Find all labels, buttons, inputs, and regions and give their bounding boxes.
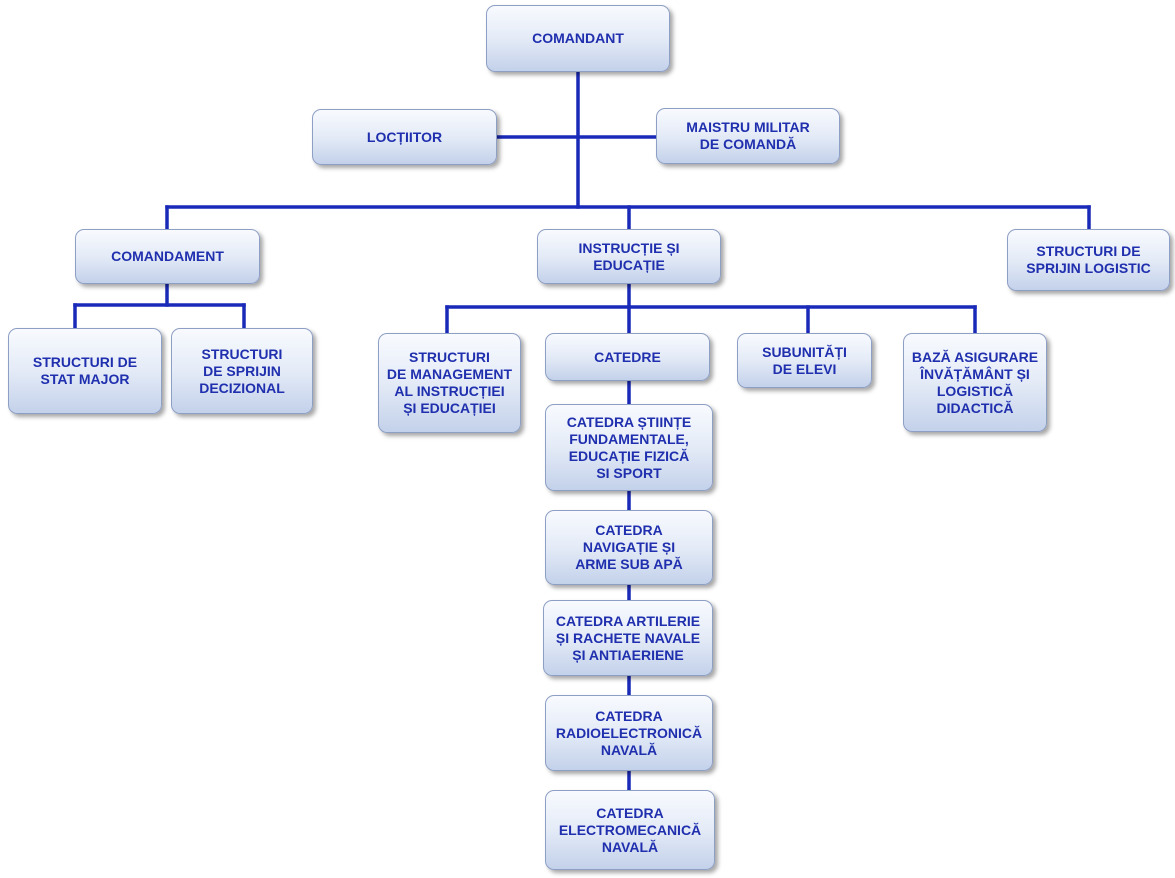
node-structuri-sprijin-logistic: STRUCTURI DE SPRIJIN LOGISTIC bbox=[1007, 229, 1170, 291]
node-catedra-electromecanica: CATEDRA ELECTROMECANICĂ NAVALĂ bbox=[545, 790, 715, 870]
node-structuri-stat-major: STRUCTURI DE STAT MAJOR bbox=[8, 328, 162, 414]
node-catedra-stiinte: CATEDRA ȘTIINȚE FUNDAMENTALE, EDUCAȚIE F… bbox=[545, 404, 713, 491]
node-catedra-radioelectronica: CATEDRA RADIOELECTRONICĂ NAVALĂ bbox=[545, 695, 713, 771]
node-structuri-management: STRUCTURI DE MANAGEMENT AL INSTRUCȚIEI Ș… bbox=[378, 333, 521, 433]
node-subunitati-elevi: SUBUNITĂȚI DE ELEVI bbox=[737, 333, 872, 388]
node-catedra-navigatie: CATEDRA NAVIGAȚIE ȘI ARME SUB APĂ bbox=[545, 510, 713, 585]
node-comandament: COMANDAMENT bbox=[75, 229, 260, 284]
node-instructie-educatie: INSTRUCȚIE ȘI EDUCAȚIE bbox=[537, 229, 721, 284]
node-loctiitor: LOCȚIITOR bbox=[312, 109, 497, 165]
node-catedra-artilerie: CATEDRA ARTILERIE ȘI RACHETE NAVALE ȘI A… bbox=[543, 600, 713, 676]
node-structuri-sprijin-decizional: STRUCTURI DE SPRIJIN DECIZIONAL bbox=[171, 328, 313, 414]
node-baza-asigurare: BAZĂ ASIGURARE ÎNVĂȚĂMÂNT ȘI LOGISTICĂ D… bbox=[903, 333, 1047, 432]
node-maistru-militar: MAISTRU MILITAR DE COMANDĂ bbox=[656, 108, 840, 164]
node-catedre: CATEDRE bbox=[545, 333, 710, 381]
node-comandant: COMANDANT bbox=[486, 5, 670, 72]
